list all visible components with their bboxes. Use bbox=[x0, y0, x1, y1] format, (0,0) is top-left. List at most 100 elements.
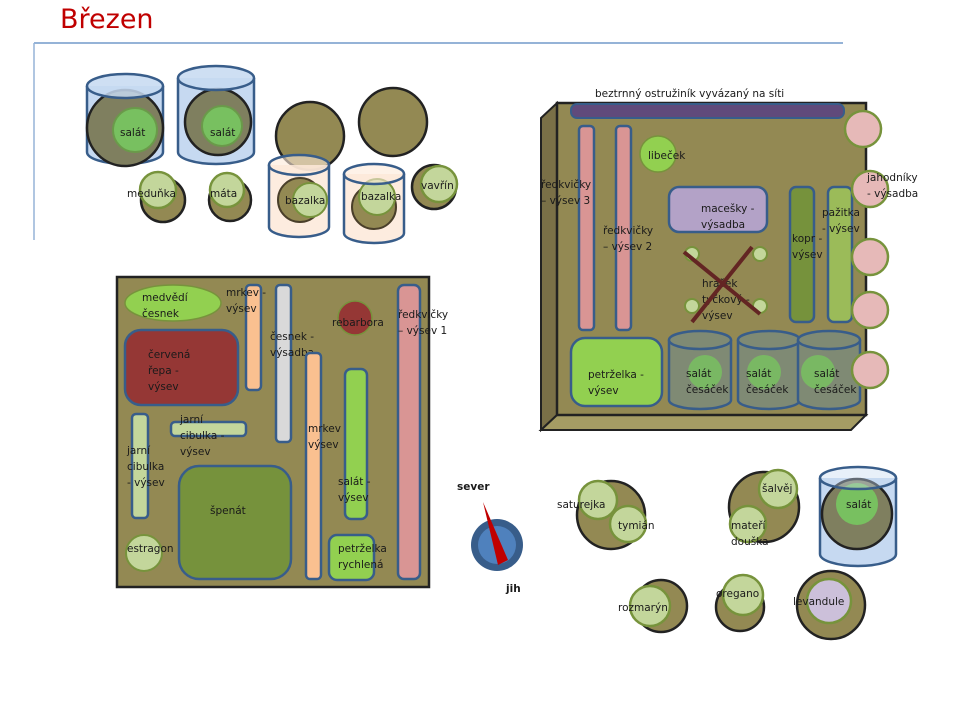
strawberry-icon bbox=[843, 109, 883, 149]
strawberry-icon bbox=[850, 350, 890, 390]
plot-redkvicky-1[interactable]: ředkvičky – výsev 1 bbox=[396, 283, 448, 581]
pot-label: oregano bbox=[716, 588, 759, 600]
plot-label: výsadba bbox=[701, 219, 745, 231]
plot-estragon[interactable]: estragon bbox=[125, 534, 174, 572]
plot-pazitka[interactable]: pažitka- výsev bbox=[822, 185, 860, 324]
pot-salat-3[interactable]: salát bbox=[818, 465, 898, 568]
plot-kopr[interactable]: kopr - výsev bbox=[788, 185, 823, 324]
pot-label: douška bbox=[731, 536, 769, 548]
plot-label: mrkev - bbox=[308, 423, 348, 435]
plot-label: ředkvičky bbox=[398, 309, 448, 321]
plot-mrkev-2[interactable]: mrkev -výsev bbox=[304, 351, 348, 581]
svg-text:jahodníky- výsadba: jahodníky - výsadba bbox=[866, 172, 918, 200]
pot-label: bazalka bbox=[361, 191, 401, 203]
pot-label: salát bbox=[846, 499, 871, 511]
cross-out-icon bbox=[690, 245, 754, 324]
plot-cesnek[interactable]: česnek -výsadba bbox=[270, 283, 314, 444]
pot-vavrin[interactable]: vavřín bbox=[410, 163, 459, 211]
compass-south-label: jih bbox=[505, 583, 521, 595]
pot-label: levandule bbox=[793, 596, 844, 608]
plot-petrzelka[interactable]: petrželka -výsev bbox=[569, 336, 664, 408]
plot-label: ředkvičky bbox=[603, 225, 653, 237]
pot-saturejka-tymian[interactable]: saturejka tymián bbox=[557, 479, 655, 551]
pot-label: vavřín bbox=[421, 180, 454, 192]
pot-label: bazalka bbox=[285, 195, 325, 207]
plot-label: výsev bbox=[792, 249, 823, 261]
plot-label: mrkev - bbox=[226, 287, 266, 299]
plot-rebarbora[interactable]: rebarbora bbox=[332, 300, 384, 336]
bed-left-soil bbox=[115, 275, 431, 589]
pot-label: šalvěj bbox=[762, 483, 792, 495]
plot-label: - výsev bbox=[822, 223, 860, 235]
strawberry-icon bbox=[850, 290, 890, 330]
plot-label: výsev bbox=[588, 385, 619, 397]
svg-text:kopr -výsev: kopr - výsev bbox=[792, 233, 823, 261]
plot-label: – výsev 3 bbox=[541, 195, 590, 207]
pot-rozmaryn[interactable]: rozmarýn bbox=[618, 578, 689, 634]
svg-text:česnek -výsadba: česnek -výsadba bbox=[270, 331, 314, 359]
plot-jahodniky[interactable]: jahodníky - výsadba bbox=[843, 109, 918, 390]
pot-medunka[interactable]: meduňka bbox=[127, 170, 187, 224]
plot-label: – výsev 1 bbox=[398, 325, 447, 337]
svg-text:macešky -výsadba: macešky -výsadba bbox=[701, 203, 755, 231]
plot-spenat[interactable]: špenát bbox=[177, 464, 293, 581]
svg-text:salát -výsev: salát -výsev bbox=[338, 476, 371, 504]
plot-cervena-repa[interactable]: červená řepa - výsev bbox=[123, 328, 240, 407]
plot-label: kopr - bbox=[792, 233, 822, 245]
svg-text:mrkev -výsev: mrkev -výsev bbox=[308, 423, 348, 451]
empty-pot-2 bbox=[357, 86, 429, 158]
pot-bazalka-1[interactable]: bazalka bbox=[267, 153, 331, 239]
pot-label: meduňka bbox=[127, 188, 176, 200]
plot-label: řepa - bbox=[148, 365, 179, 377]
pot-bazalka-2[interactable]: bazalka bbox=[342, 162, 406, 245]
plot-label: česáček bbox=[814, 384, 857, 396]
plot-label: - výsadba bbox=[867, 188, 918, 200]
plot-ostruzinik[interactable]: beztrnný ostružiník vyvázaný na síti bbox=[570, 88, 845, 119]
plot-label: výsev bbox=[148, 381, 179, 393]
plot-redkvicky-3[interactable]: ředkvičky– výsev 3 bbox=[541, 124, 596, 332]
plot-label: salát - bbox=[338, 476, 371, 488]
strawberry-icon bbox=[850, 169, 890, 209]
compass-north-label: sever bbox=[457, 481, 490, 493]
pot-salat-2[interactable]: salát bbox=[176, 64, 256, 166]
plot-label: beztrnný ostružiník vyvázaný na síti bbox=[595, 88, 784, 100]
plot-label: jahodníky bbox=[866, 172, 918, 184]
plot-label: libeček bbox=[648, 150, 686, 162]
plot-label: – výsev 2 bbox=[603, 241, 652, 253]
plot-mrkev-1[interactable]: mrkev -výsev bbox=[226, 283, 266, 392]
plot-label: jarní bbox=[126, 445, 151, 457]
svg-text:petrželka -výsev: petrželka -výsev bbox=[588, 369, 644, 397]
bed-right-front bbox=[538, 414, 869, 431]
plot-label: petrželka bbox=[338, 543, 387, 555]
plot-label: cibulka bbox=[127, 461, 164, 473]
svg-text:mrkev -výsev: mrkev -výsev bbox=[226, 287, 266, 315]
plot-label: červená bbox=[148, 349, 190, 361]
plot-libecek[interactable]: libeček bbox=[639, 135, 686, 173]
svg-text:pažitka- výsev: pažitka- výsev bbox=[822, 207, 860, 235]
pot-salat-1[interactable]: salát bbox=[85, 72, 165, 168]
plot-salat-vysev[interactable]: salát -výsev bbox=[338, 367, 371, 521]
plot-redkvicky-2[interactable]: ředkvičky – výsev 2 bbox=[603, 124, 653, 332]
page-title: Březen bbox=[60, 4, 154, 35]
pot-label: salát bbox=[120, 127, 145, 139]
pot-oregano[interactable]: oregano bbox=[714, 573, 766, 633]
pot-levandule[interactable]: levandule bbox=[793, 569, 867, 641]
pot-mata[interactable]: máta bbox=[207, 171, 253, 223]
plot-macesky[interactable]: macešky -výsadba bbox=[667, 185, 769, 234]
compass: sever jih bbox=[457, 481, 523, 595]
